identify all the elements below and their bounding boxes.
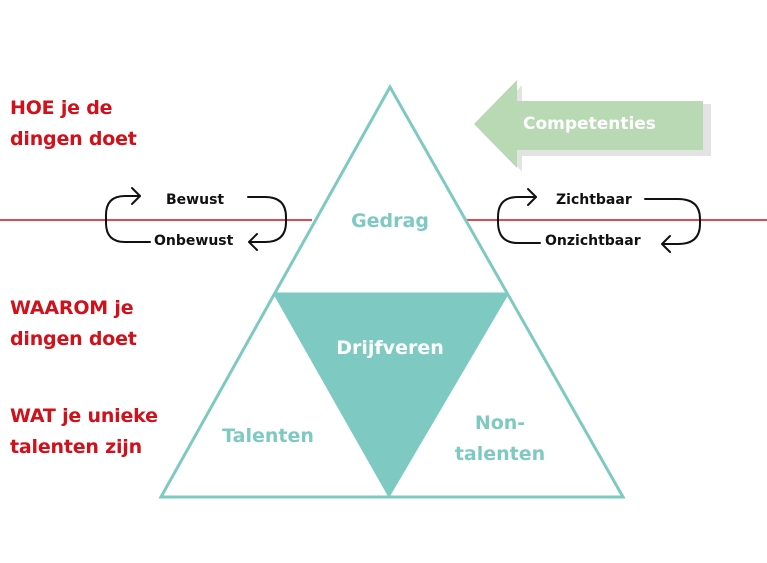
competenties-label: Competenties: [523, 114, 656, 134]
left-cycle-icon: [105, 187, 287, 251]
wat-label-line2: talenten zijn: [10, 436, 142, 458]
non-talenten-line2: talenten: [454, 443, 546, 465]
right-cycle-icon: [497, 188, 701, 253]
waarom-label-line2: dingen doet: [10, 328, 137, 350]
outer-triangle: [158, 83, 626, 499]
waarom-label-line1: WAAROM je: [10, 297, 134, 319]
talenten-label: Talenten: [222, 425, 314, 447]
wat-label: WAT je unieke talenten zijn: [10, 401, 158, 463]
hoe-label: HOE je de dingen doet: [10, 93, 137, 155]
drijfveren-label: Drijfveren: [336, 337, 444, 359]
non-talenten-label: Non- talenten: [440, 408, 560, 470]
onbewust-label: Onbewust: [154, 233, 234, 249]
inner-triangle: [273, 292, 509, 497]
bewust-label: Bewust: [166, 192, 225, 208]
hoe-label-line1: HOE je de: [10, 97, 113, 119]
hoe-label-line2: dingen doet: [10, 128, 137, 150]
wat-label-line1: WAT je unieke: [10, 405, 158, 427]
zichtbaar-label: Zichtbaar: [556, 192, 632, 208]
non-talenten-line1: Non-: [474, 412, 526, 434]
gedrag-label: Gedrag: [351, 210, 429, 232]
onzichtbaar-label: Onzichtbaar: [545, 233, 641, 249]
waarom-label: WAAROM je dingen doet: [10, 293, 137, 355]
competenties-arrow: [474, 80, 711, 172]
